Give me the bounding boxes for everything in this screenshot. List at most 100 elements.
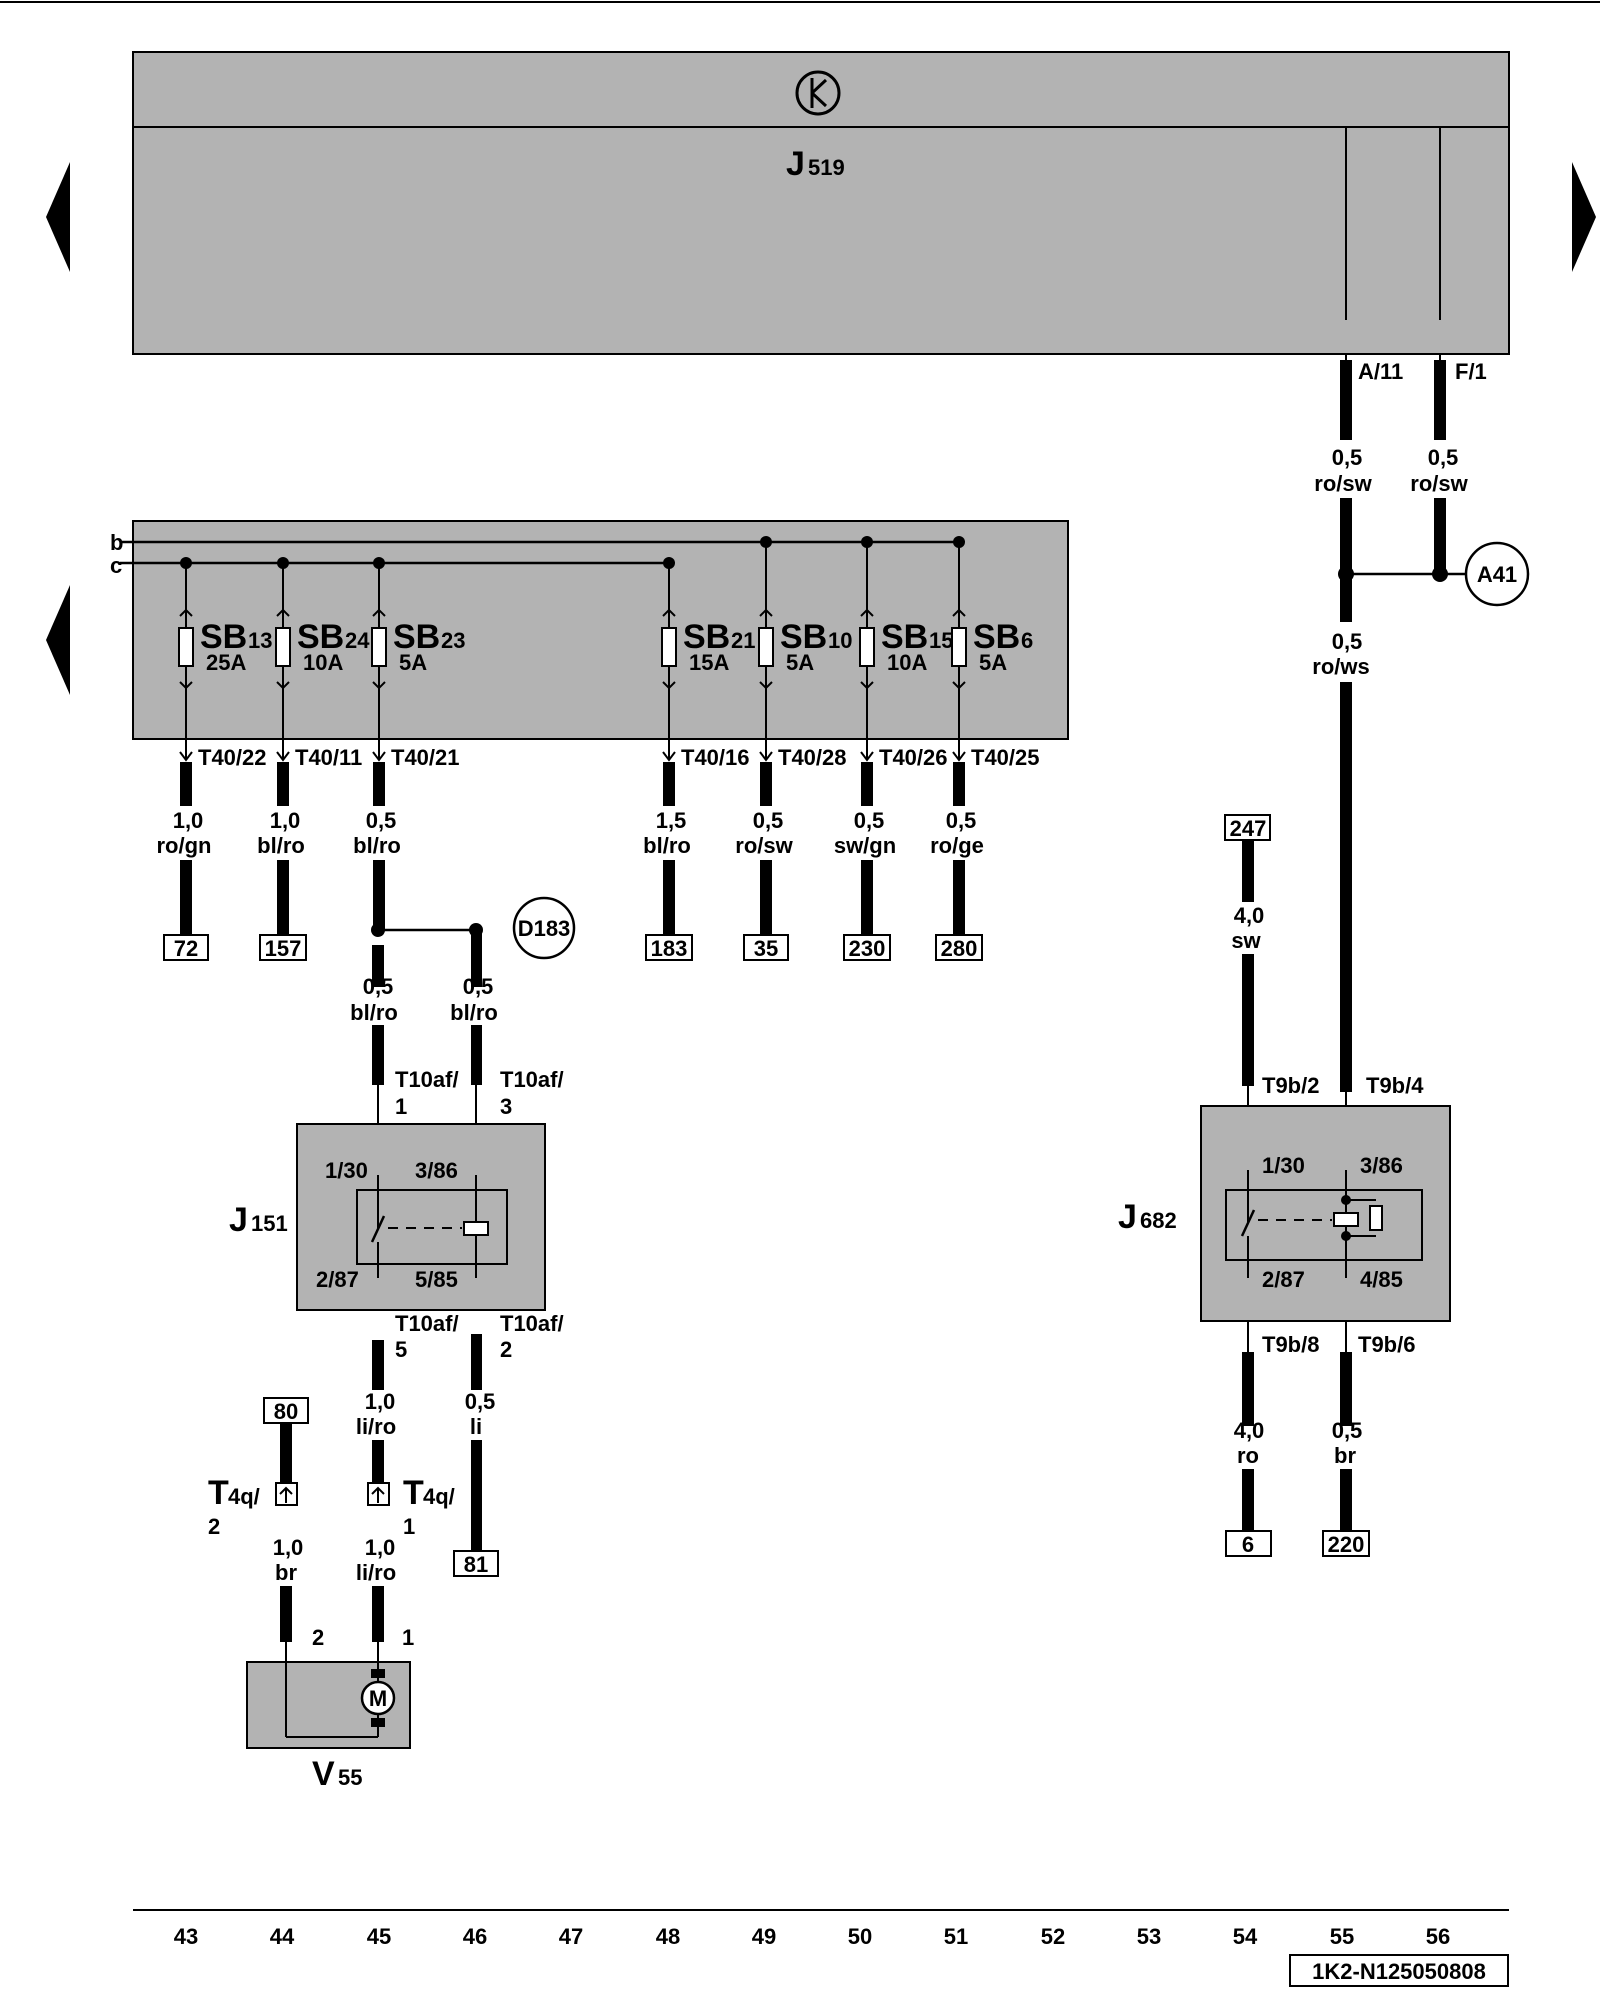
fuse-icon [275, 627, 291, 667]
j151-pin-3-86: 3/86 [415, 1158, 458, 1183]
j151-designation: J [229, 1201, 248, 1239]
j682-switch-contact-icon [1240, 1209, 1256, 1237]
fuse-wire-color: bl/ro [257, 833, 305, 858]
term-f1: F/1 [1455, 359, 1487, 384]
fuse-wire-size: 0,5 [946, 808, 977, 833]
fuse-icon [178, 627, 194, 667]
rail-label-b: b [110, 530, 123, 555]
axis-number: 56 [1426, 1924, 1450, 1949]
rail-label-c: c [110, 553, 122, 578]
j682-coil-icon [1333, 1212, 1359, 1227]
fuse-ref: 183 [651, 936, 688, 961]
j682-conn-bot-right: T9b/6 [1358, 1332, 1415, 1357]
fuse-index: 10 [828, 628, 852, 653]
axis-number: 50 [848, 1924, 872, 1949]
axis-number: 54 [1233, 1924, 1258, 1949]
j682-in-color: sw [1231, 928, 1261, 953]
j151-pin-2-87: 2/87 [316, 1267, 359, 1292]
fuse-terminal: T40/25 [971, 745, 1040, 770]
fuse-wire-color: sw/gn [834, 833, 896, 858]
previous-page-arrow-icon[interactable] [46, 162, 70, 272]
wire-down-size: 0,5 [1332, 629, 1363, 654]
j151-conn-bot-left: T10af/ [395, 1311, 459, 1336]
ref-box [843, 934, 891, 961]
j682-designation: J [1118, 1198, 1137, 1236]
ref-box [743, 934, 789, 961]
next-page-arrow-icon[interactable] [1572, 162, 1596, 272]
fuse-wire-color: ro/sw [735, 833, 793, 858]
axis-number: 49 [752, 1924, 776, 1949]
j682-out-left-color: ro [1237, 1443, 1259, 1468]
j151-switch-contact-icon [370, 1215, 386, 1243]
previous-page-arrow-icon-lower[interactable] [46, 585, 70, 695]
fuse-index: 23 [441, 628, 465, 653]
fuse-wire-color: bl/ro [353, 833, 401, 858]
fuse-index: 6 [1021, 628, 1033, 653]
fuse-icon [371, 627, 387, 667]
splice-a41-label: A41 [1477, 562, 1517, 587]
v55-conn-left-index: 4q/ [228, 1484, 260, 1509]
fuse-icon [859, 627, 875, 667]
axis-number: 52 [1041, 1924, 1065, 1949]
fuse-terminal: T40/22 [198, 745, 267, 770]
j682-conn-top-right: T9b/4 [1366, 1073, 1424, 1098]
fuse-ref: 35 [754, 936, 778, 961]
fuse-name: SB [297, 618, 344, 656]
fuse-name: SB [881, 618, 928, 656]
j682-pin-1-30: 1/30 [1262, 1153, 1305, 1178]
motor-v55: 80 T 4q/ 2 T 4q/ 1 1,0 br 1,0 li/ro 2 1 … [208, 1397, 455, 1793]
axis-number: 46 [463, 1924, 487, 1949]
ground-symbol-icon [795, 70, 841, 116]
wire-down-color: ro/ws [1312, 654, 1369, 679]
j151-out-right-color: li [470, 1414, 482, 1439]
d183-right-wire-size: 0,5 [463, 974, 494, 999]
j151-out-left-color: li/ro [356, 1414, 396, 1439]
splice-d183: D183 0,5 bl/ro 0,5 bl/ro [350, 896, 576, 1085]
j151-conn-bot-left-pin: 5 [395, 1337, 407, 1362]
right-branch: A/11 F/1 0,5 ro/sw 0,5 ro/sw A41 0,5 ro/… [1312, 354, 1530, 1092]
j682-ref-247: 247 [1230, 816, 1267, 841]
fuse-index: 21 [731, 628, 755, 653]
axis-number: 51 [944, 1924, 968, 1949]
wire-f-color: ro/sw [1410, 471, 1468, 496]
v55-conn-right-pin: 1 [403, 1514, 415, 1539]
axis-number: 45 [367, 1924, 391, 1949]
v55-wire-left-color: br [275, 1560, 297, 1585]
j151-pin-1-30: 1/30 [325, 1158, 368, 1183]
j519-designation: J [786, 145, 805, 183]
j151-out-right-size: 0,5 [465, 1389, 496, 1414]
v55-ref-80: 80 [274, 1399, 298, 1424]
fuse-icon [758, 627, 774, 667]
v55-conn-right: T [403, 1474, 424, 1512]
j682-ref-220: 220 [1328, 1532, 1365, 1557]
j151-conn-top-right-pin: 3 [500, 1094, 512, 1119]
fuse-terminal: T40/28 [778, 745, 847, 770]
j682-pin-3-86: 3/86 [1360, 1153, 1403, 1178]
fuse-wire-color: ro/gn [157, 833, 212, 858]
relay-j682: 247 4,0 sw T9b/2 T9b/4 1/30 3/86 2/87 4/… [1118, 814, 1451, 1557]
j151-conn-bot-right-pin: 2 [500, 1337, 512, 1362]
fuse-terminal: T40/11 [295, 745, 362, 770]
fuse-rating: 10A [303, 650, 343, 675]
wire-f-size: 0,5 [1428, 445, 1459, 470]
v55-index: 55 [338, 1765, 362, 1790]
fuse-ref: 157 [265, 936, 302, 961]
fuse-rating: 5A [979, 650, 1007, 675]
fuse-wire-size: 1,0 [270, 808, 301, 833]
j682-out-right-size: 0,5 [1332, 1418, 1363, 1443]
v55-conn-left: T [208, 1474, 229, 1512]
v55-motor-symbol: M [369, 1686, 387, 1711]
diagram-code-box [1289, 1954, 1509, 1987]
fuse-name: SB [683, 618, 730, 656]
d183-left-wire-size: 0,5 [363, 974, 394, 999]
fuse-terminal: T40/26 [879, 745, 948, 770]
ref-box [163, 934, 209, 961]
d183-left-wire-color: bl/ro [350, 1000, 398, 1025]
j519-index: 519 [808, 155, 845, 180]
